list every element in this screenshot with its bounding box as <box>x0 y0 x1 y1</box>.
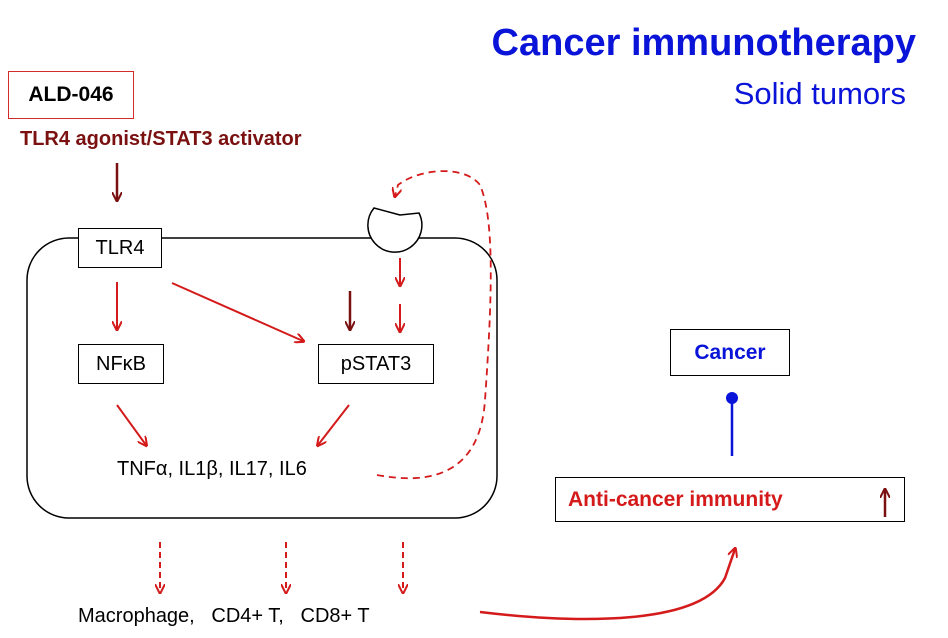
immune-cells-label: Macrophage, CD4+ T, CD8+ T <box>78 605 370 627</box>
cytokines-label: TNFα, IL1β, IL17, IL6 <box>117 458 307 480</box>
drug-name-box: ALD-046 <box>8 71 134 119</box>
drug-mechanism-label: TLR4 agonist/STAT3 activator <box>20 128 302 150</box>
cell-membrane <box>26 237 498 519</box>
nfkb-to-cytokines-arrow <box>116 404 146 445</box>
cells-to-immunity-arrow <box>479 549 735 621</box>
cancer-node: Cancer <box>670 329 790 376</box>
receptor-icon <box>367 207 423 253</box>
anti-cancer-immunity-node: Anti-cancer immunity <box>555 477 905 522</box>
pstat3-to-cytokines-arrow <box>318 404 350 445</box>
anti-cancer-immunity-label: Anti-cancer immunity <box>568 487 783 511</box>
pstat3-node: pSTAT3 <box>318 344 434 384</box>
tlr4-to-pstat3-arrow <box>171 282 303 341</box>
cytokine-feedback-dashed-arrow <box>376 170 492 480</box>
inhibition-head <box>726 392 738 404</box>
page-subtitle: Solid tumors <box>733 76 906 111</box>
nfkb-node: NFκB <box>78 344 164 384</box>
tlr4-node: TLR4 <box>78 228 162 268</box>
page-title: Cancer immunotherapy <box>491 22 916 64</box>
